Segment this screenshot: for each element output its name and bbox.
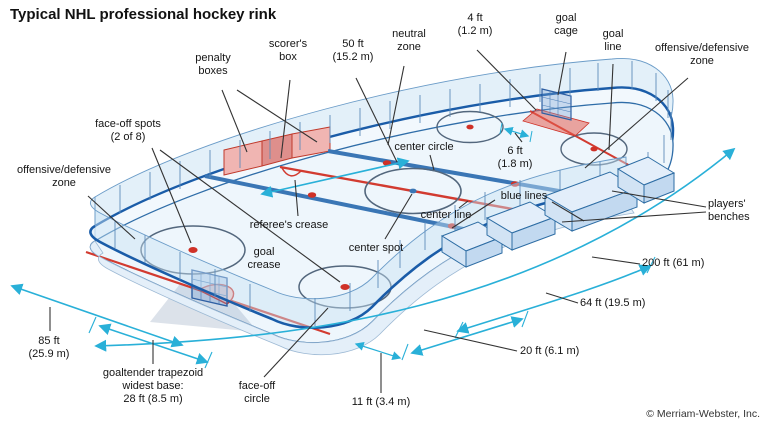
label-players-benches: players'benches xyxy=(708,198,750,223)
label-referees-crease: referee's crease xyxy=(249,219,329,231)
label-dim-4ft: 4 ft(1.2 m) xyxy=(457,12,493,37)
dim-arrow-11ft xyxy=(354,342,402,360)
page-title: Typical NHL professional hockey rink xyxy=(10,6,277,23)
dim-arrow-6ft xyxy=(503,126,530,139)
goal-crease-far xyxy=(522,108,590,137)
label-dim-200ft: 200 ft (61 m) xyxy=(642,257,705,269)
center-spot-shape xyxy=(409,188,417,194)
label-dim-11ft: 11 ft (3.4 m) xyxy=(351,396,411,408)
dim-arrow-200ft xyxy=(94,147,736,352)
label-center-spot: center spot xyxy=(348,242,404,254)
label-dim-20ft: 20 ft (6.1 m) xyxy=(520,345,580,357)
label-dim-50ft: 50 ft(15.2 m) xyxy=(332,38,374,63)
faceoff-circle-right-far xyxy=(436,110,504,144)
copyright-notice: © Merriam-Webster, Inc. xyxy=(646,408,760,420)
label-center-line: center line xyxy=(420,209,472,221)
dim-arrow-20ft xyxy=(410,316,524,356)
label-dim-85ft: 85 ft(25.9 m) xyxy=(28,335,70,360)
label-center-circle: center circle xyxy=(394,141,454,153)
label-dim-6ft: 6 ft(1.8 m) xyxy=(497,145,533,170)
label-faceoff-spots: face-off spots(2 of 8) xyxy=(95,118,161,143)
leader-lines xyxy=(49,49,707,393)
label-dim-64ft: 64 ft (19.5 m) xyxy=(580,297,646,309)
goal-cage-far xyxy=(541,88,572,121)
label-blue-lines: blue lines xyxy=(500,190,548,202)
